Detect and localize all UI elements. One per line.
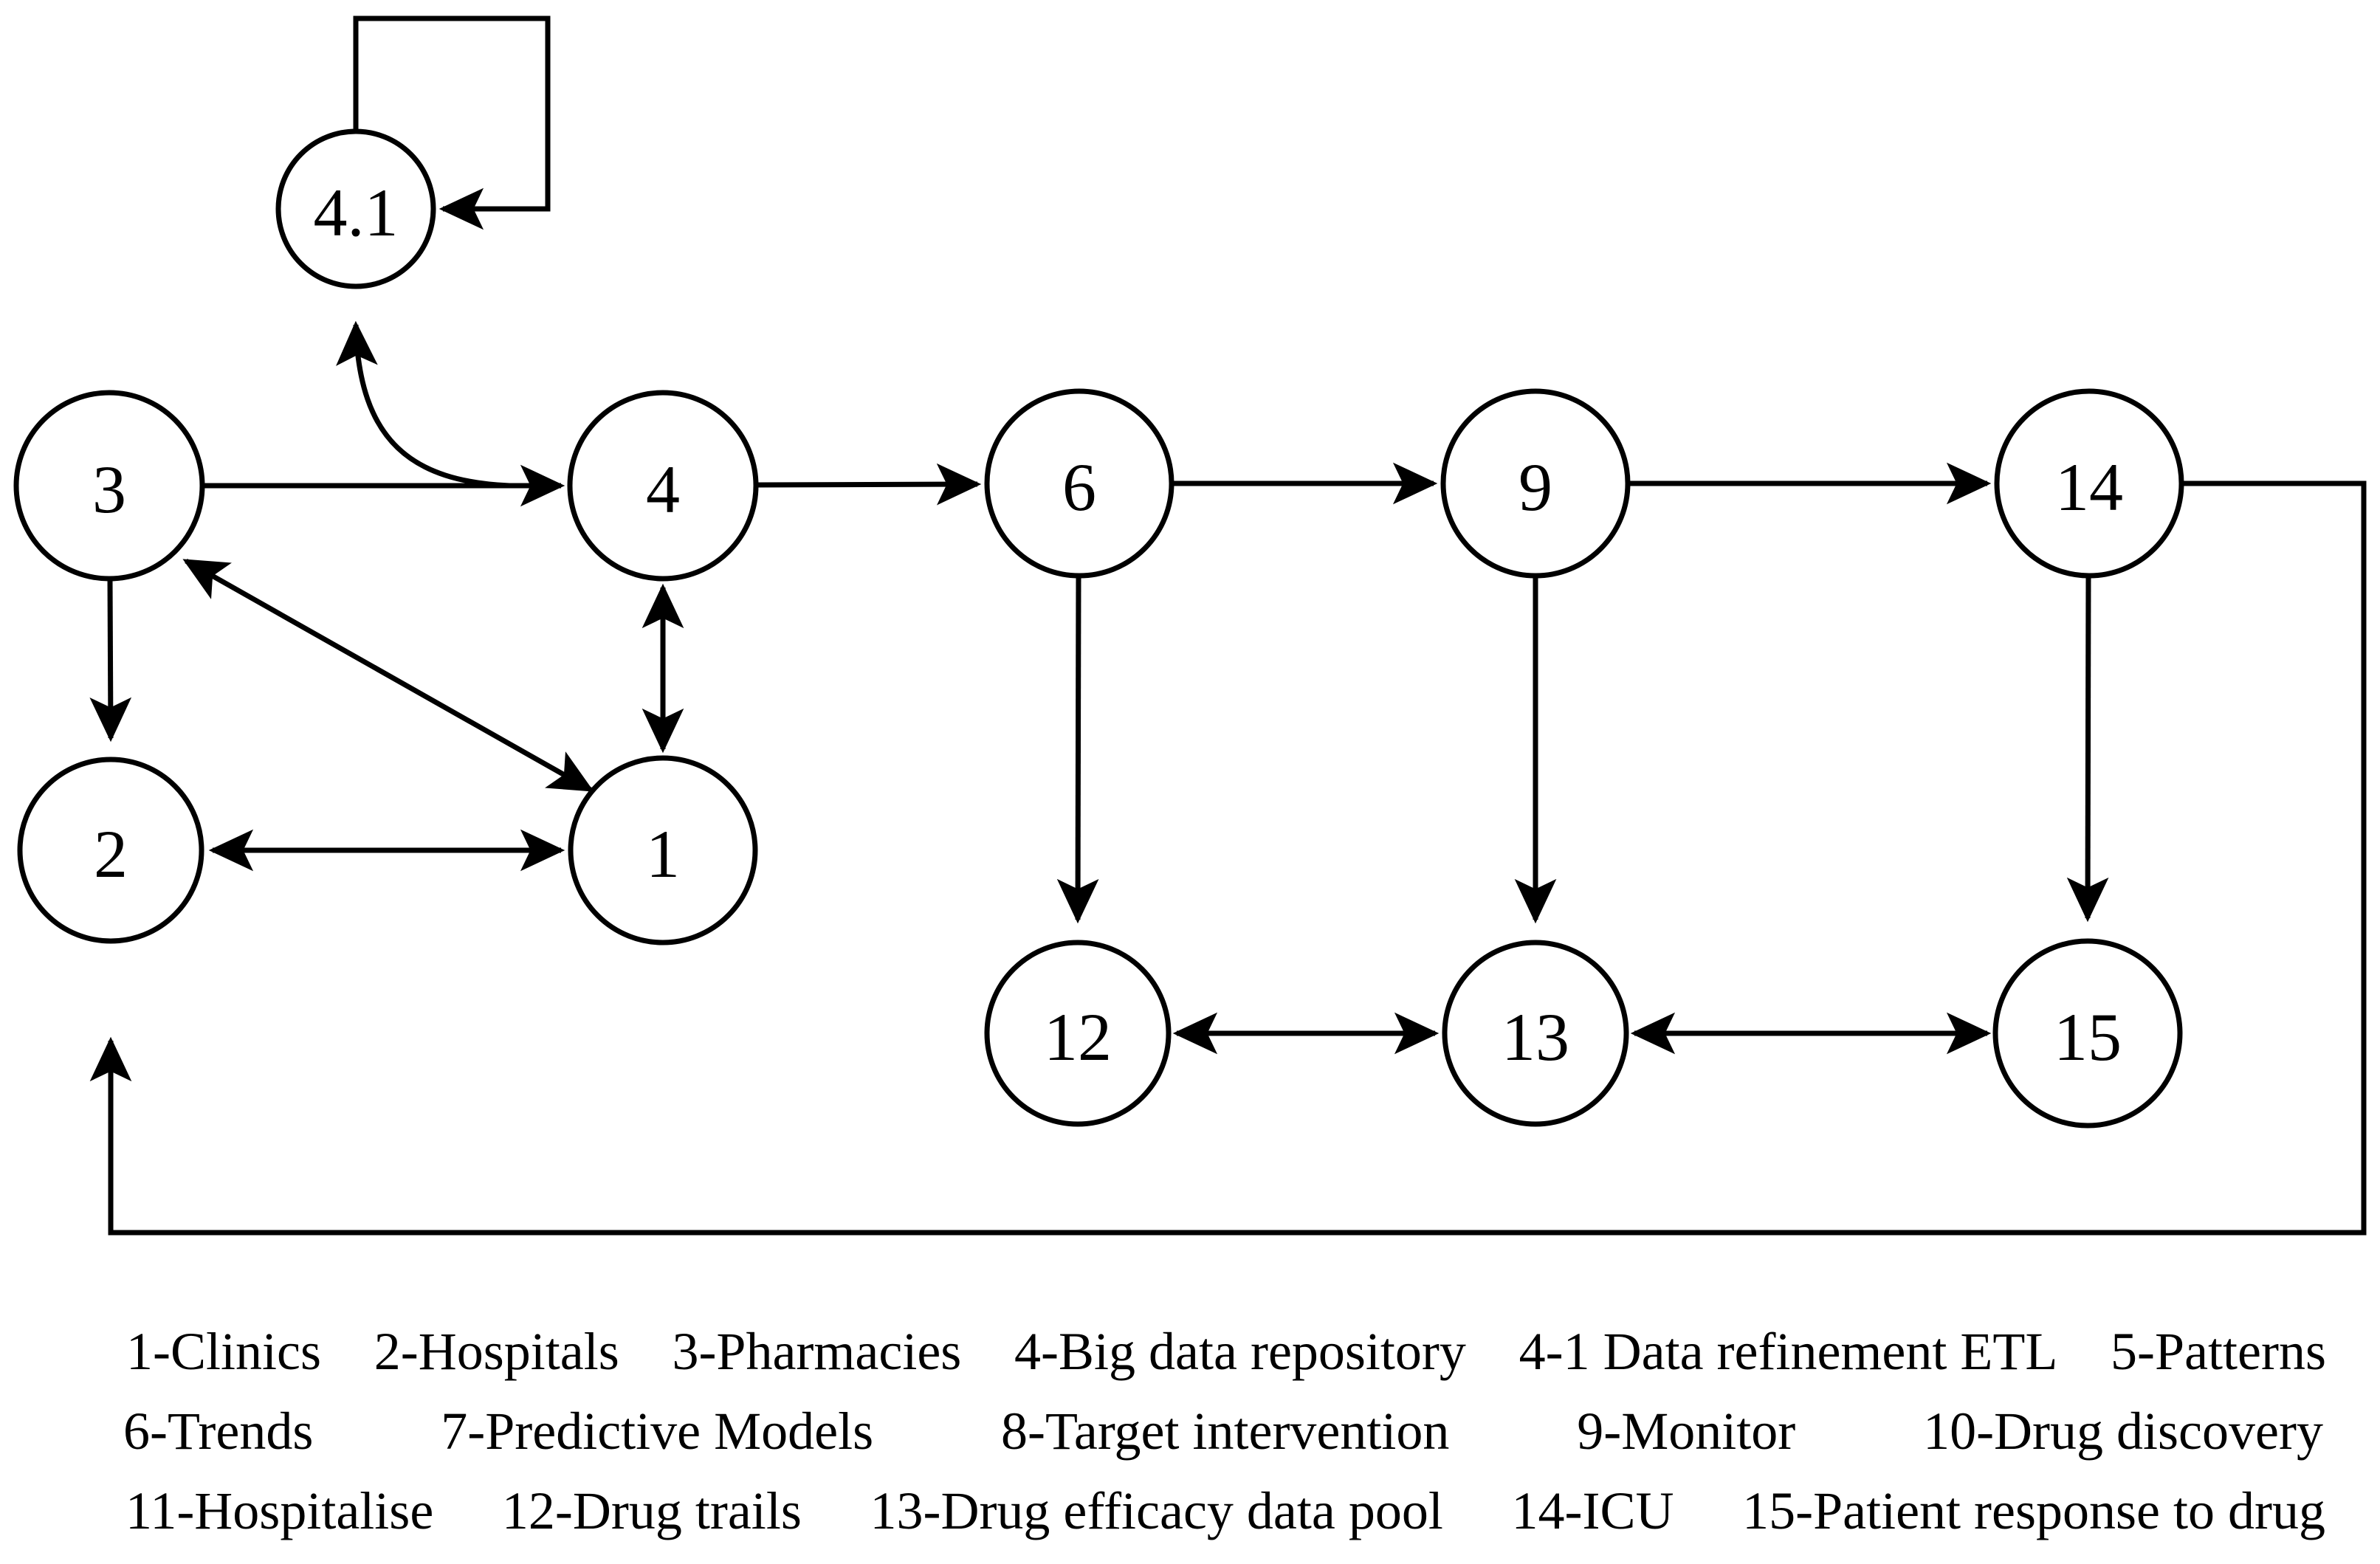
flow-graph: 4.1 3 4 6 9 14 2 1 xyxy=(13,15,2367,1236)
legend-item-10: 10-Drug discovery xyxy=(1923,1402,2323,1461)
node-15-label: 15 xyxy=(2054,999,2122,1075)
node-4-1-circle[interactable] xyxy=(275,128,436,289)
legend-item-2: 2-Hospitals xyxy=(374,1322,619,1381)
edge-4-to-6 xyxy=(757,463,982,506)
legend-item-14: 14-ICU xyxy=(1511,1481,1674,1540)
node-6-label: 6 xyxy=(1062,449,1096,525)
node-2-label: 2 xyxy=(94,816,128,892)
legend-item-8: 8-Target intervention xyxy=(1000,1402,1450,1461)
legend-item-4: 4-Big data repository xyxy=(1014,1322,1466,1381)
edge-6-to-12 xyxy=(1056,576,1099,924)
legend-item-7: 7-Predictive Models xyxy=(441,1402,874,1461)
node-12-label: 12 xyxy=(1044,999,1112,1075)
node-6[interactable]: 6 xyxy=(984,388,1174,579)
node-15-circle[interactable] xyxy=(1992,938,2183,1129)
node-2-circle[interactable] xyxy=(17,757,204,944)
node-4-1[interactable]: 4.1 xyxy=(275,128,436,289)
node-9-label: 9 xyxy=(1519,449,1552,525)
legend-row-3: 11-Hospitalise 12-Drug trails 13-Drug ef… xyxy=(0,1471,2380,1551)
legend-item-9: 9-Monitor xyxy=(1577,1402,1796,1461)
node-13-label: 13 xyxy=(1502,999,1569,1075)
legend-item-12: 12-Drug trails xyxy=(501,1481,802,1540)
node-1[interactable]: 1 xyxy=(568,755,758,945)
node-4-1-label: 4.1 xyxy=(314,175,399,250)
legend-row-1: 1-Clinics 2-Hospitals 3-Pharmacies 4-Big… xyxy=(0,1312,2380,1391)
node-4[interactable]: 4 xyxy=(567,390,759,582)
node-14-circle[interactable] xyxy=(1994,388,2184,579)
node-13[interactable]: 13 xyxy=(1442,940,1629,1127)
node-12-circle[interactable] xyxy=(984,940,1172,1127)
legend-item-4-1: 4-1 Data refinement ETL xyxy=(1519,1322,2058,1381)
node-3-circle[interactable] xyxy=(13,390,205,582)
node-9-circle[interactable] xyxy=(1440,388,1631,579)
edge-3-to-41 xyxy=(336,320,510,489)
node-3[interactable]: 3 xyxy=(13,390,205,582)
node-14[interactable]: 14 xyxy=(1994,388,2184,579)
node-9[interactable]: 9 xyxy=(1440,388,1631,579)
edge-3-to-2 xyxy=(89,578,132,743)
edge-41-self-loop xyxy=(353,15,551,230)
node-12[interactable]: 12 xyxy=(984,940,1172,1127)
edge-3-to-1-bidirectional xyxy=(182,558,594,793)
node-13-circle[interactable] xyxy=(1442,940,1629,1127)
node-4-circle[interactable] xyxy=(567,390,759,582)
node-14-label: 14 xyxy=(2055,449,2123,525)
legend-item-3: 3-Pharmacies xyxy=(672,1322,962,1381)
node-15[interactable]: 15 xyxy=(1992,938,2183,1129)
legend-item-15: 15-Patient response to drug xyxy=(1742,1481,2325,1540)
node-1-circle[interactable] xyxy=(568,755,758,945)
node-6-circle[interactable] xyxy=(984,388,1174,579)
legend: 1-Clinics 2-Hospitals 3-Pharmacies 4-Big… xyxy=(0,1303,2380,1564)
legend-item-11: 11-Hospitalise xyxy=(125,1481,434,1540)
node-1-label: 1 xyxy=(646,816,680,892)
legend-item-6: 6-Trends xyxy=(123,1402,314,1461)
legend-item-1: 1-Clinics xyxy=(126,1322,321,1381)
legend-item-5: 5-Patterns xyxy=(2111,1322,2326,1381)
node-3-label: 3 xyxy=(92,452,126,527)
node-2[interactable]: 2 xyxy=(17,757,204,944)
edge-14-to-2-feedback xyxy=(89,480,2367,1236)
node-4-label: 4 xyxy=(646,452,680,527)
legend-item-13: 13-Drug efficacy data pool xyxy=(870,1481,1443,1540)
legend-row-2: 6-Trends 7-Predictive Models 8-Target in… xyxy=(0,1391,2380,1471)
